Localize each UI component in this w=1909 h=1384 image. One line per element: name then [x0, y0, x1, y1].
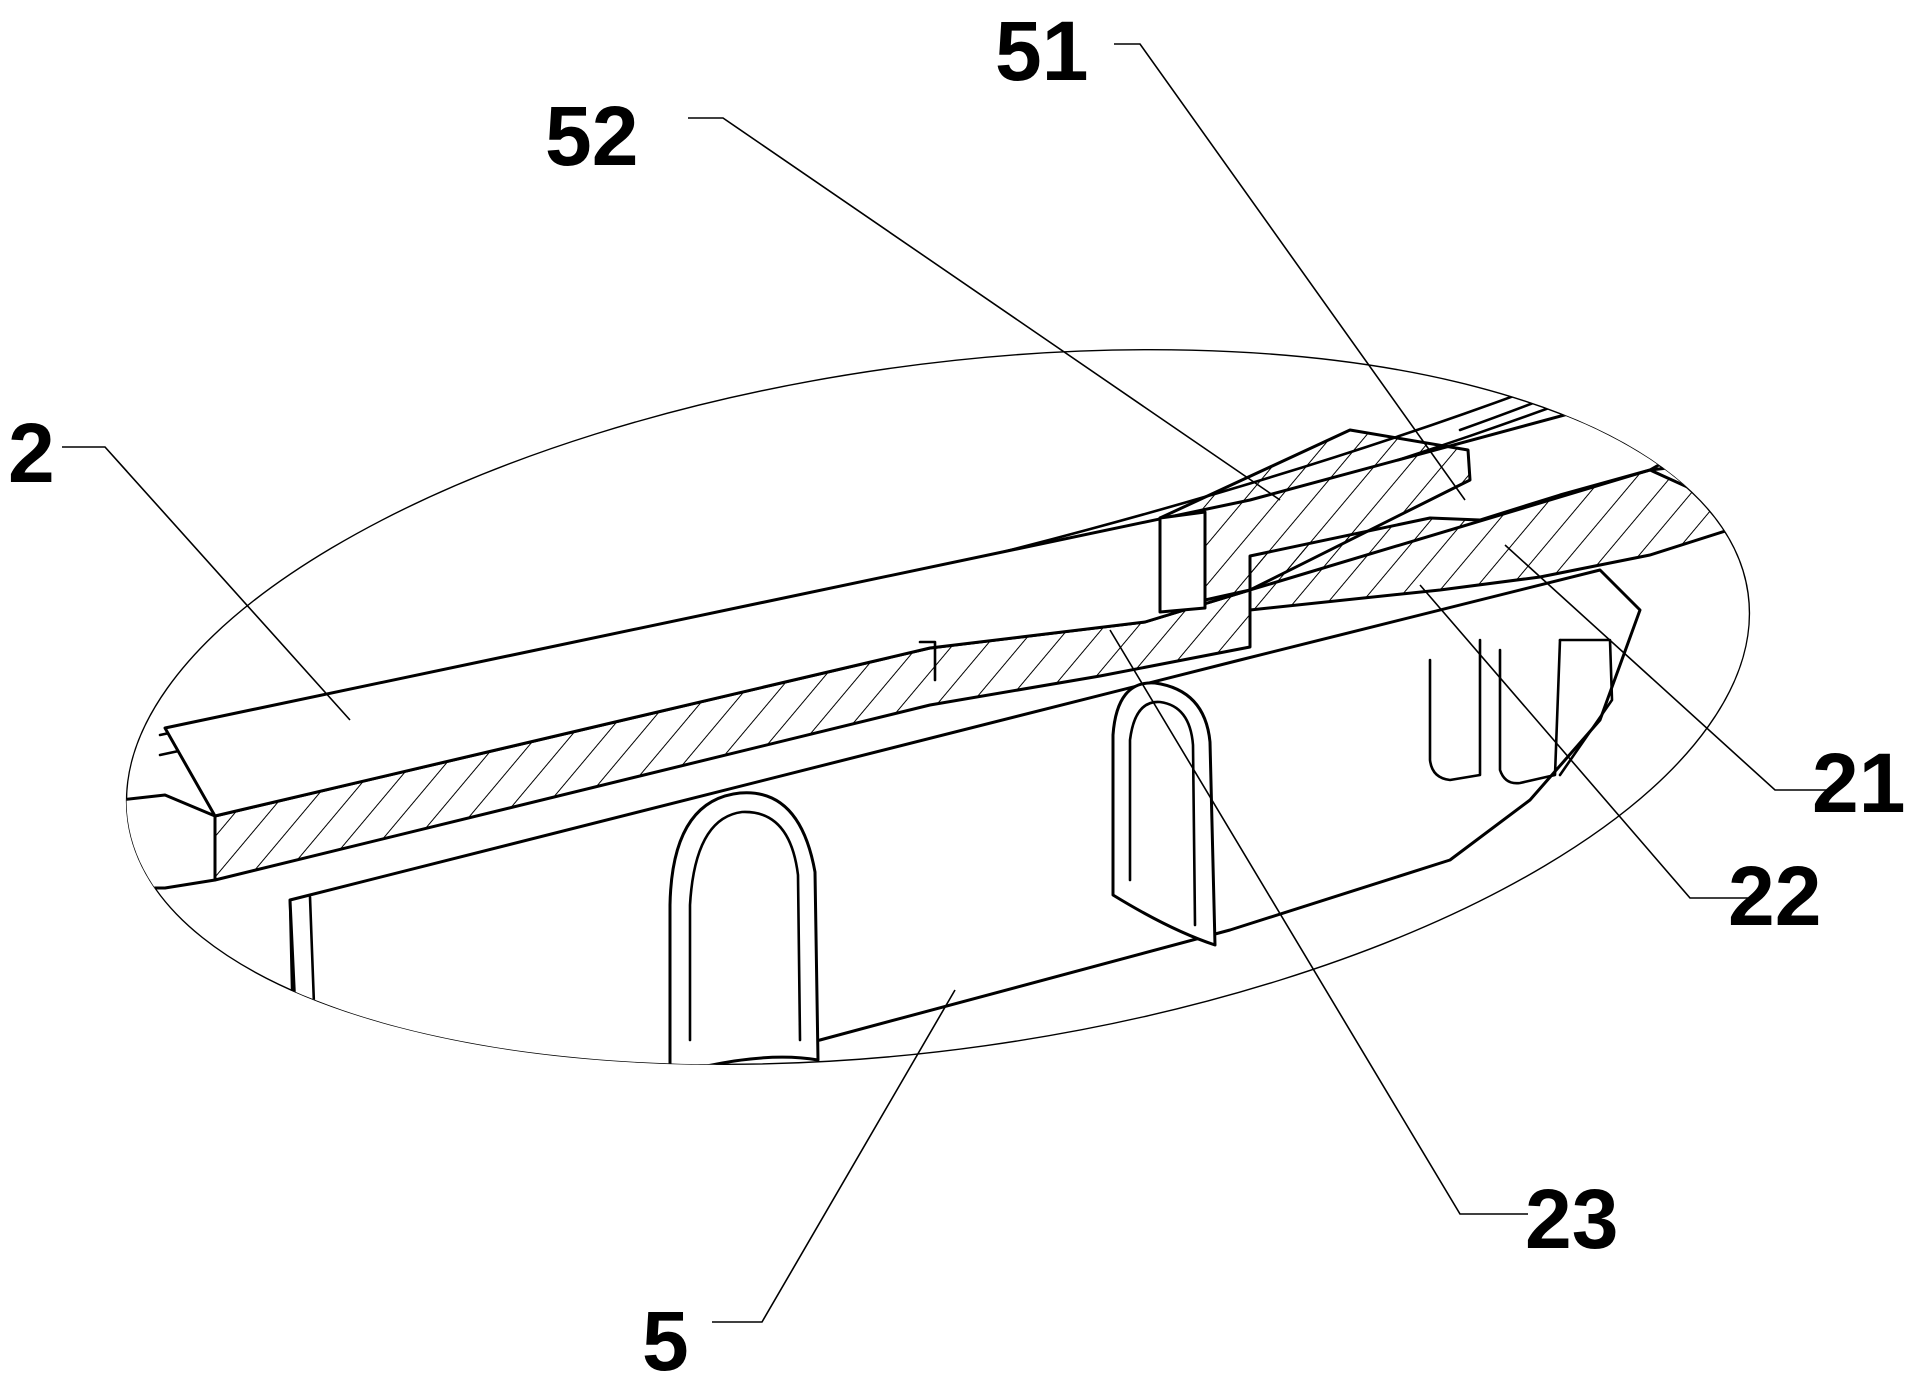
step-block-face [1158, 510, 1207, 614]
label-51: 51 [995, 4, 1088, 98]
window-right-small-b [1498, 638, 1562, 785]
section-end-left [118, 793, 217, 890]
window-arch-center-inner [688, 810, 802, 1042]
window-arch-right [1111, 681, 1217, 947]
label-2: 2 [8, 406, 55, 500]
label-23: 23 [1525, 1172, 1618, 1266]
leader-22 [1419, 584, 1752, 899]
leader-51 [1114, 43, 1466, 501]
label-5: 5 [642, 1294, 689, 1384]
window-right-small [1428, 638, 1482, 782]
leader-52 [688, 117, 1281, 501]
label-21: 21 [1812, 736, 1905, 830]
detail-content [118, 254, 1796, 1117]
ring-section-step-a [918, 640, 937, 682]
leader-21 [1504, 544, 1835, 791]
window-arch-right-inner [1128, 700, 1197, 927]
leader-2 [62, 446, 351, 721]
skirt-lower-right-edge [1558, 638, 1614, 777]
ring-edge-upper-arc [1458, 254, 1796, 432]
reference-labels: 2 5 21 22 23 51 52 [8, 4, 1905, 1384]
label-22: 22 [1728, 849, 1821, 943]
leader-23 [1109, 629, 1528, 1215]
leader-lines [62, 43, 1835, 1323]
window-arch-center [668, 791, 820, 1077]
label-52: 52 [545, 89, 638, 183]
leader-5 [712, 989, 956, 1323]
